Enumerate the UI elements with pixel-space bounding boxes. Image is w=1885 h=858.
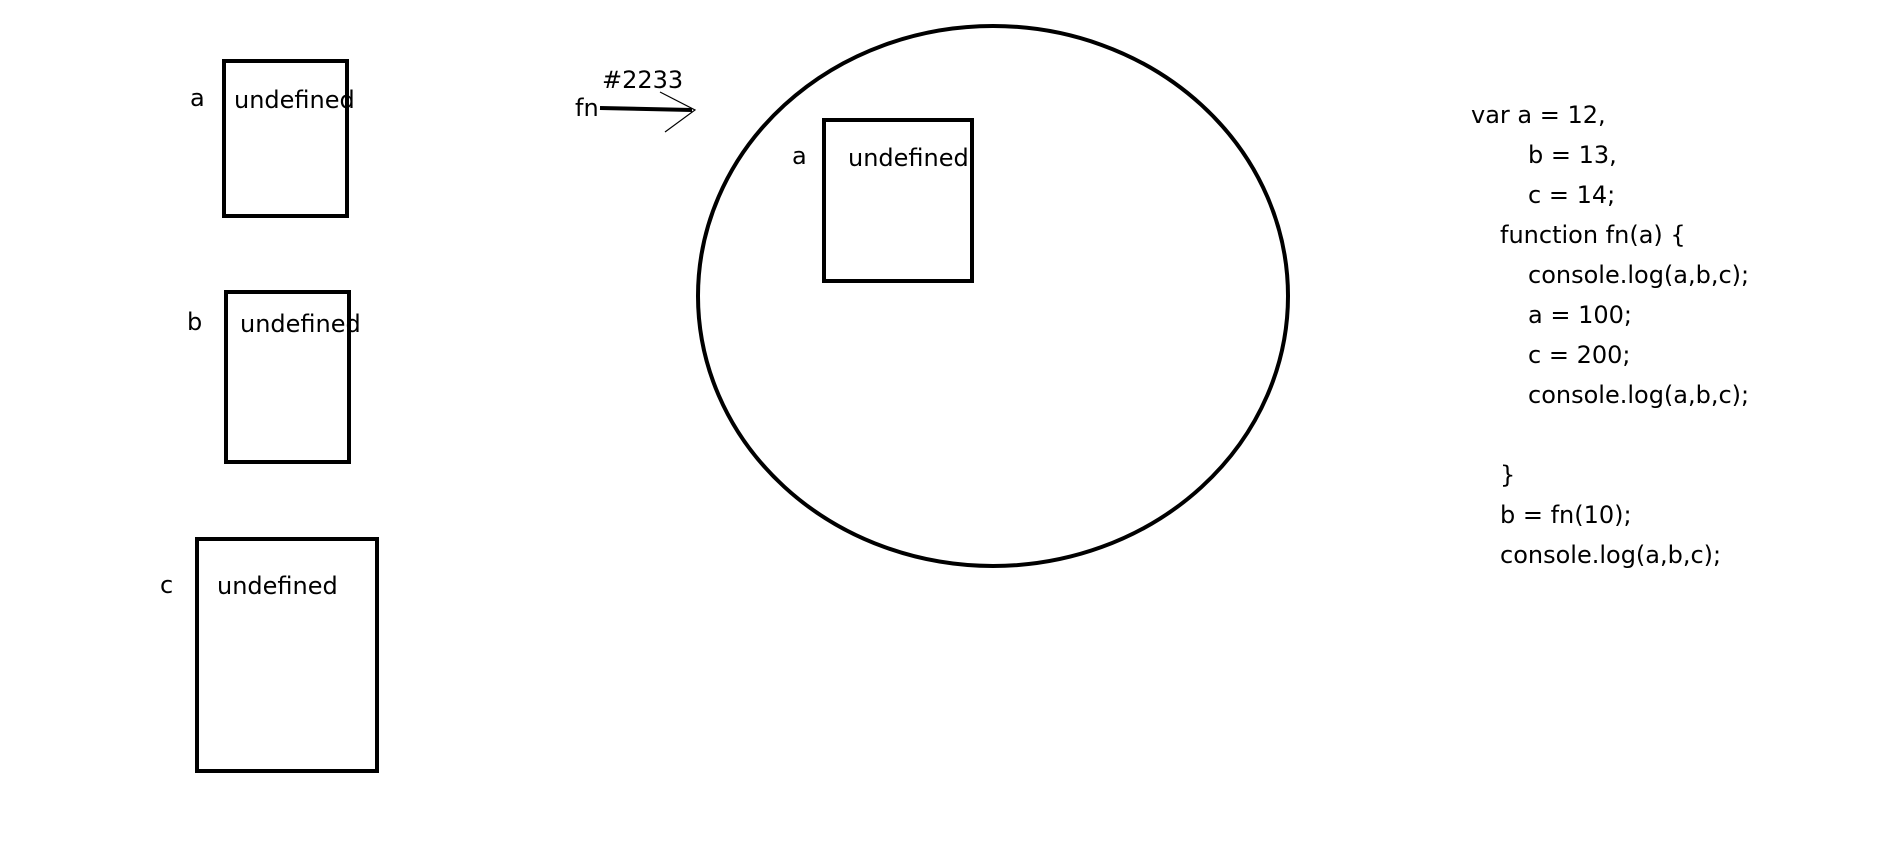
code-line-4: function fn(a) { <box>1500 221 1686 249</box>
code-line-1: var a = 12, <box>1471 101 1606 129</box>
scope-var-a-value: undefined <box>848 144 969 172</box>
global-var-a-label: a <box>190 84 205 112</box>
code-line-11: b = fn(10); <box>1500 501 1632 529</box>
global-var-b-box: undefined <box>224 290 361 464</box>
code-line-6: a = 100; <box>1528 301 1632 329</box>
global-var-b-value: undefined <box>240 310 361 338</box>
global-var-c-value: undefined <box>217 572 338 600</box>
function-scope-ellipse <box>696 24 1290 568</box>
code-line-12: console.log(a,b,c); <box>1500 541 1722 569</box>
scope-var-a-label: a <box>792 142 807 170</box>
code-line-7: c = 200; <box>1528 341 1631 369</box>
code-line-3: c = 14; <box>1528 181 1616 209</box>
code-line-10: } <box>1500 461 1516 489</box>
code-line-2: b = 13, <box>1528 141 1617 169</box>
global-var-a-value: undefined <box>234 86 355 114</box>
global-var-c-box: undefined <box>195 537 379 773</box>
code-line-5: console.log(a,b,c); <box>1528 261 1750 289</box>
fn-reference-arrow-head <box>659 91 697 133</box>
fn-address-label: #2233 <box>602 66 684 94</box>
code-line-8: console.log(a,b,c); <box>1528 381 1750 409</box>
fn-name-label: fn <box>575 94 599 122</box>
global-var-c-label: c <box>160 571 174 599</box>
fn-reference-arrow-shaft <box>599 106 693 112</box>
scope-var-a-box: undefined <box>822 118 974 283</box>
global-var-b-label: b <box>187 308 203 336</box>
global-var-a-box: undefined <box>222 59 355 218</box>
